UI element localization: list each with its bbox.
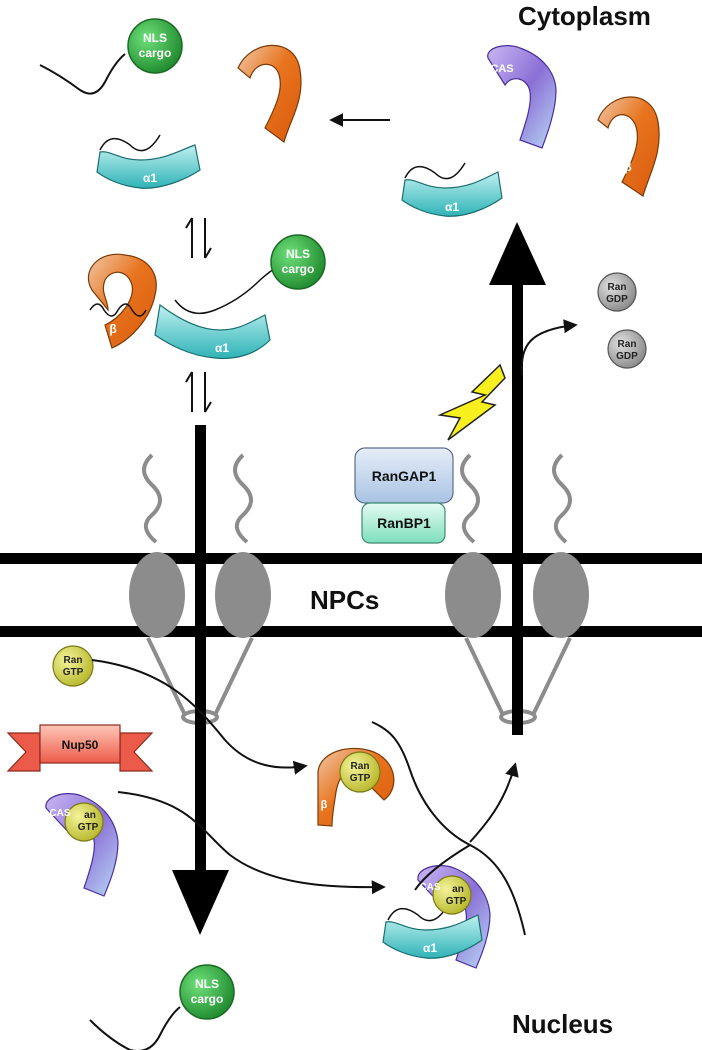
equilibrium-arrow-1 — [185, 217, 212, 259]
cas-alpha-ran-complex: α1 CAS an GTP — [382, 865, 491, 969]
bracket-to-export-arrow — [469, 762, 519, 843]
nuclear-envelope — [0, 553, 702, 637]
import-complex-cargo-label-1: NLS — [286, 247, 310, 261]
ran-gdp-1: Ran GDP — [597, 272, 637, 312]
nls-cargo-bottom-label-2: cargo — [191, 992, 224, 1006]
beta-ran-gtp-ran-label-1: Ran — [351, 761, 370, 772]
nls-cargo-bottom: NLS cargo — [89, 964, 235, 1050]
cytoplasm-label: Cytoplasm — [518, 1, 651, 31]
nls-cargo-bottom-label-1: NLS — [195, 977, 219, 991]
rangap1-label: RanGAP1 — [372, 468, 437, 484]
cas-alpha-ran-cas-label: CAS — [419, 882, 440, 893]
ranbp1-label: RanBP1 — [377, 515, 431, 531]
import-complex-alpha-label: α1 — [215, 341, 229, 355]
equilibrium-arrow-2 — [185, 371, 212, 413]
beta-ran-gtp-ran-label-2: GTP — [350, 773, 371, 784]
import-complex-beta-label: β — [109, 322, 116, 336]
nup50-ribbon: Nup50 — [6, 724, 154, 772]
importin-alpha-top-right: α1 — [401, 162, 503, 217]
cas-ran-left-ran-label-1: an — [84, 810, 96, 821]
cas-top: CAS — [487, 45, 557, 149]
cas-ran-left: CAS an GTP — [45, 793, 119, 897]
nls-cargo-top-label-1: NLS — [143, 31, 167, 45]
ran-gdp-1-label-2: GDP — [606, 294, 628, 305]
ran-gtp-left: Ran GTP — [52, 645, 94, 687]
importin-beta-top: β — [237, 44, 302, 144]
beta-ran-gtp-beta-label: β — [321, 799, 328, 811]
nls-cargo-top: NLS cargo — [39, 18, 183, 95]
import-complex: β α1 NLS cargo — [87, 234, 326, 360]
ran-gdp-2-label-2: GDP — [616, 351, 638, 362]
ran-gtp-left-label-2: GTP — [63, 667, 84, 678]
importin-alpha-top-right-label: α1 — [445, 200, 459, 214]
cas-binding-arrow — [117, 791, 386, 895]
ran-gdp-1-label-1: Ran — [608, 282, 627, 293]
npc-right — [445, 453, 589, 725]
nup50-label: Nup50 — [62, 738, 99, 752]
cas-top-label: CAS — [490, 63, 513, 75]
importin-alpha-top-label: α1 — [143, 171, 157, 185]
ranbp1-box: RanBP1 — [361, 502, 446, 544]
energy-bolt-icon — [437, 363, 506, 441]
cas-ran-left-cas-label: CAS — [49, 808, 70, 819]
ran-gtp-binding-arrow — [91, 659, 308, 775]
import-complex-cargo-label-2: cargo — [282, 262, 315, 276]
cas-ran-left-ran-label-2: GTP — [78, 822, 99, 833]
npcs-label: NPCs — [310, 585, 379, 615]
nucleus-label: Nucleus — [512, 1009, 613, 1039]
export-complex-bracket — [371, 721, 526, 936]
cas-alpha-ran-alpha-label: α1 — [423, 941, 437, 955]
ran-gdp-2-label-1: Ran — [618, 339, 637, 350]
cas-alpha-ran-ran-label-1: an — [452, 884, 464, 895]
ran-gdp-2: Ran GDP — [607, 329, 647, 369]
importin-beta-top-right: β — [597, 96, 660, 197]
ran-gtp-left-label-1: Ran — [64, 655, 83, 666]
export-arrow — [489, 222, 546, 735]
rangap1-box: RanGAP1 — [354, 447, 454, 504]
ran-gdp-release-arrow — [520, 319, 578, 376]
npc-left — [129, 453, 271, 725]
beta-ran-gtp-complex: β Ran GTP — [317, 747, 395, 827]
importin-beta-top-label: β — [263, 103, 270, 117]
import-arrow — [172, 425, 229, 935]
cas-alpha-ran-ran-label-2: GTP — [446, 896, 467, 907]
importin-alpha-top: α1 — [96, 134, 201, 189]
importin-beta-top-right-label: β — [624, 160, 631, 174]
nls-cargo-top-label-2: cargo — [139, 46, 172, 60]
